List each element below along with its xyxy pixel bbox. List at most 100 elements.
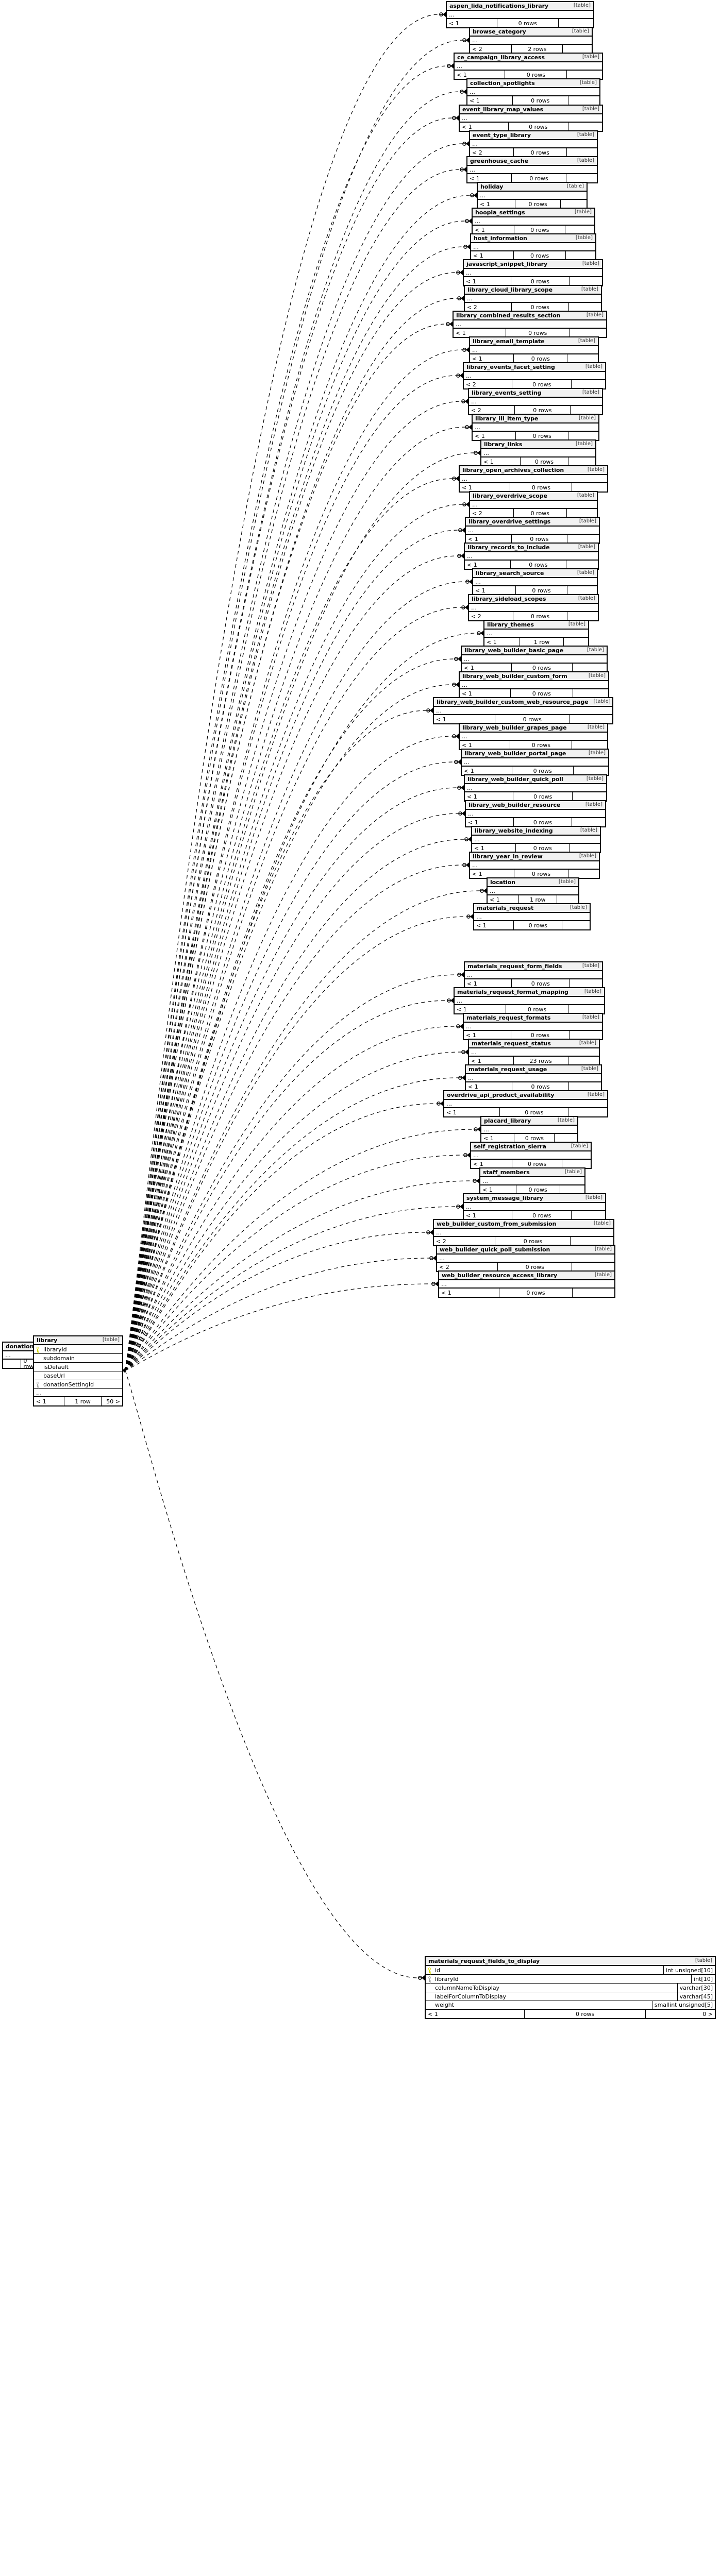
detail-table-materials-request-fields-to-display[interactable]: materials_request_fields_to_display[tabl… bbox=[425, 1956, 716, 2019]
child-table-library-combined-results-section[interactable]: library_combined_results_section[table]…… bbox=[453, 311, 607, 338]
table-kind-label: [table] bbox=[577, 570, 594, 575]
table-header: library_web_builder_grapes_page[table] bbox=[460, 724, 607, 733]
child-count bbox=[562, 45, 592, 53]
child-count bbox=[571, 380, 605, 388]
table-header: library_themes[table] bbox=[484, 621, 588, 630]
child-table-library-web-builder-custom-form[interactable]: library_web_builder_custom_form[table]…<… bbox=[459, 671, 609, 699]
child-table-aspen-lida-notifications-library[interactable]: aspen_lida_notifications_library[table]…… bbox=[446, 1, 594, 28]
collapsed-columns-indicator: … bbox=[455, 997, 604, 1005]
table-name: library_ill_item_type bbox=[475, 415, 539, 422]
table-kind-label: [table] bbox=[582, 1014, 599, 1020]
table-name: library_website_indexing bbox=[475, 827, 553, 834]
table-header: library[table] bbox=[34, 1336, 122, 1345]
row-count: 0 rows bbox=[514, 200, 561, 208]
table-name: library_overdrive_scope bbox=[473, 492, 547, 499]
child-table-library-web-builder-grapes-page[interactable]: library_web_builder_grapes_page[table]…<… bbox=[459, 723, 608, 750]
parent-count: < 1 bbox=[457, 1006, 467, 1013]
row-count: 0 rows bbox=[515, 844, 569, 852]
table-name: self_registration_sierra bbox=[474, 1143, 546, 1150]
collapsed-columns-indicator: … bbox=[472, 836, 600, 844]
collapsed-columns-indicator: … bbox=[465, 295, 601, 303]
child-table-materials-request-form-fields[interactable]: materials_request_form_fields[table]…< 1… bbox=[464, 961, 603, 989]
table-name: library_records_to_include bbox=[467, 544, 550, 551]
child-table-overdrive-api-product-availability[interactable]: overdrive_api_product_availability[table… bbox=[443, 1090, 608, 1117]
parent-count: < 1 bbox=[483, 1134, 494, 1142]
row-count: 0 rows bbox=[508, 123, 568, 131]
row-count: 0 rows bbox=[497, 1263, 572, 1271]
child-count bbox=[567, 535, 599, 543]
row-count: 0 rows bbox=[513, 818, 572, 826]
child-table-library-web-builder-custom-web-resource-page[interactable]: library_web_builder_custom_web_resource_… bbox=[433, 697, 613, 724]
row-count: 0 rows bbox=[513, 612, 567, 620]
child-count bbox=[566, 561, 598, 569]
row-count: 0 rows bbox=[505, 1005, 568, 1013]
table-header: library_open_archives_collection[table] bbox=[460, 466, 607, 475]
collapsed-columns-indicator: … bbox=[478, 192, 587, 200]
parent-count: < 1 bbox=[472, 355, 482, 362]
table-name: library_web_builder_grapes_page bbox=[462, 724, 567, 731]
child-table-library-web-builder-portal-page[interactable]: library_web_builder_portal_page[table]…<… bbox=[461, 749, 609, 776]
table-header: location[table] bbox=[488, 878, 578, 887]
parent-count: < 1 bbox=[468, 1083, 478, 1090]
child-table-library-web-builder-basic-page[interactable]: library_web_builder_basic_page[table]…< … bbox=[461, 646, 608, 673]
child-table-web-builder-quick-poll-submission[interactable]: web_builder_quick_poll_submission[table]… bbox=[436, 1245, 615, 1272]
collapsed-columns-indicator: … bbox=[470, 37, 592, 45]
child-table-library-open-archives-collection[interactable]: library_open_archives_collection[table]…… bbox=[459, 465, 608, 493]
child-table-library-web-builder-quick-poll[interactable]: library_web_builder_quick_poll[table]…< … bbox=[464, 774, 607, 802]
column-name: baseUrl bbox=[43, 1372, 65, 1379]
child-table-web-builder-custom-from-submission[interactable]: web_builder_custom_from_submission[table… bbox=[433, 1219, 614, 1246]
column-type: varchar[45] bbox=[677, 1992, 715, 2001]
row-count: 0 rows bbox=[496, 19, 558, 27]
row-count: 0 rows bbox=[511, 767, 573, 775]
child-count bbox=[559, 1185, 584, 1194]
table-header: placard_library[table] bbox=[481, 1117, 577, 1126]
child-count bbox=[570, 1237, 613, 1245]
child-table-materials-request-format-mapping[interactable]: materials_request_format_mapping[table]…… bbox=[454, 987, 605, 1014]
child-table-web-builder-resource-access-library[interactable]: web_builder_resource_access_library[tabl… bbox=[438, 1270, 615, 1298]
parent-count: < 1 bbox=[462, 741, 472, 749]
child-count bbox=[567, 612, 598, 620]
